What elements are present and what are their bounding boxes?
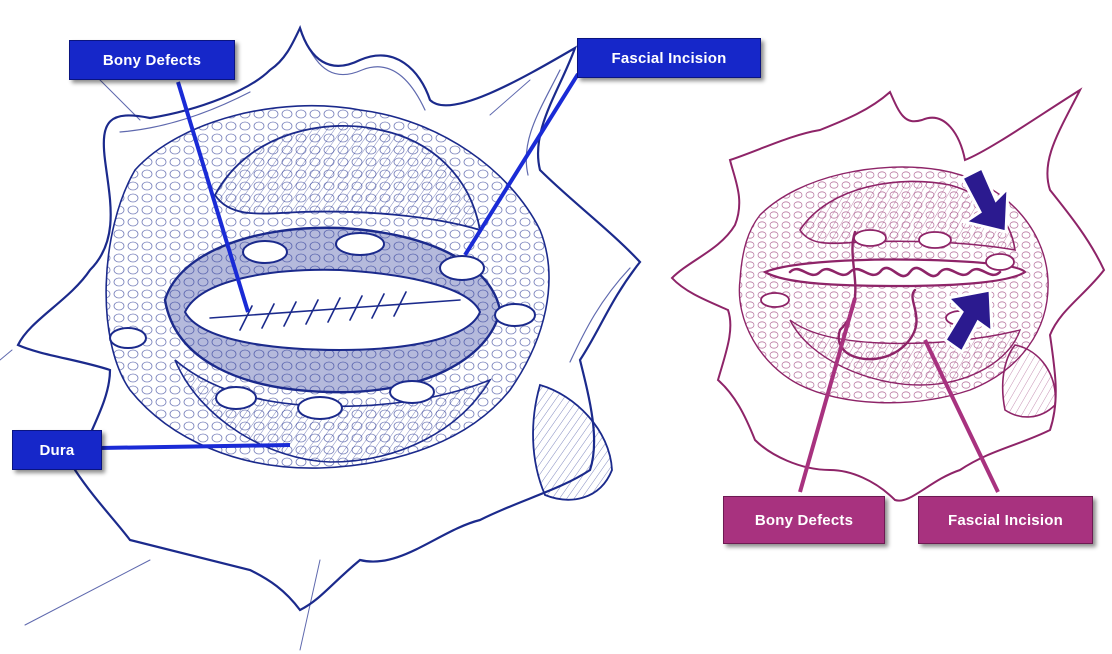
label-bony-defects-right: Bony Defects — [723, 496, 885, 544]
right-spinous-process — [1003, 345, 1056, 417]
left-vertebra-drawing — [0, 28, 640, 650]
right-vertebra-drawing — [672, 90, 1104, 501]
label-fascial-incision-right: Fascial Incision — [918, 496, 1093, 544]
label-fascial-incision-left: Fascial Incision — [577, 38, 761, 78]
label-dura: Dura — [12, 430, 102, 470]
left-spinous-process — [533, 385, 612, 500]
label-bony-defects-left: Bony Defects — [69, 40, 235, 80]
